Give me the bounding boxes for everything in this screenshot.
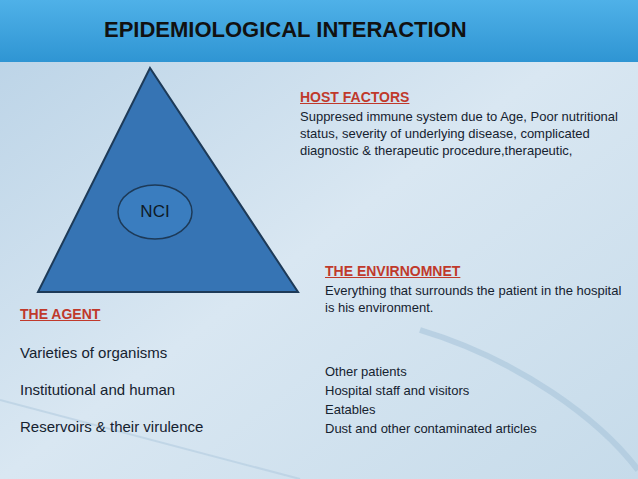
title: EPIDEMIOLOGICAL INTERACTION [104,17,467,43]
list-item: Reservoirs & their virulence [20,417,310,437]
list-item: Dust and other contaminated articles [325,421,625,438]
list-item: Other patients [325,364,625,381]
paper-edge [0,400,300,479]
triad-triangle [38,68,298,292]
list-item: Institutional and human [20,380,310,400]
body-text: Everything that surrounds the patient in… [325,283,625,317]
ellipse-shape [118,185,192,239]
list-item: Eatables [325,402,625,419]
section-heading: THE AGENT [20,305,300,323]
list-item: Varieties of organisms [20,343,310,363]
list-item: Hospital staff and visitors [325,383,625,400]
section-heading: HOST FACTORS [300,88,620,106]
section-heading: THE ENVIRNOMNET [325,262,625,280]
body-text: Suppresed immune system due to Age, Poor… [300,109,618,160]
stethoscope-tube [420,330,638,470]
ellipse-node: NCI [117,184,193,240]
header-band [0,0,638,62]
node-label: NCI [117,202,193,222]
